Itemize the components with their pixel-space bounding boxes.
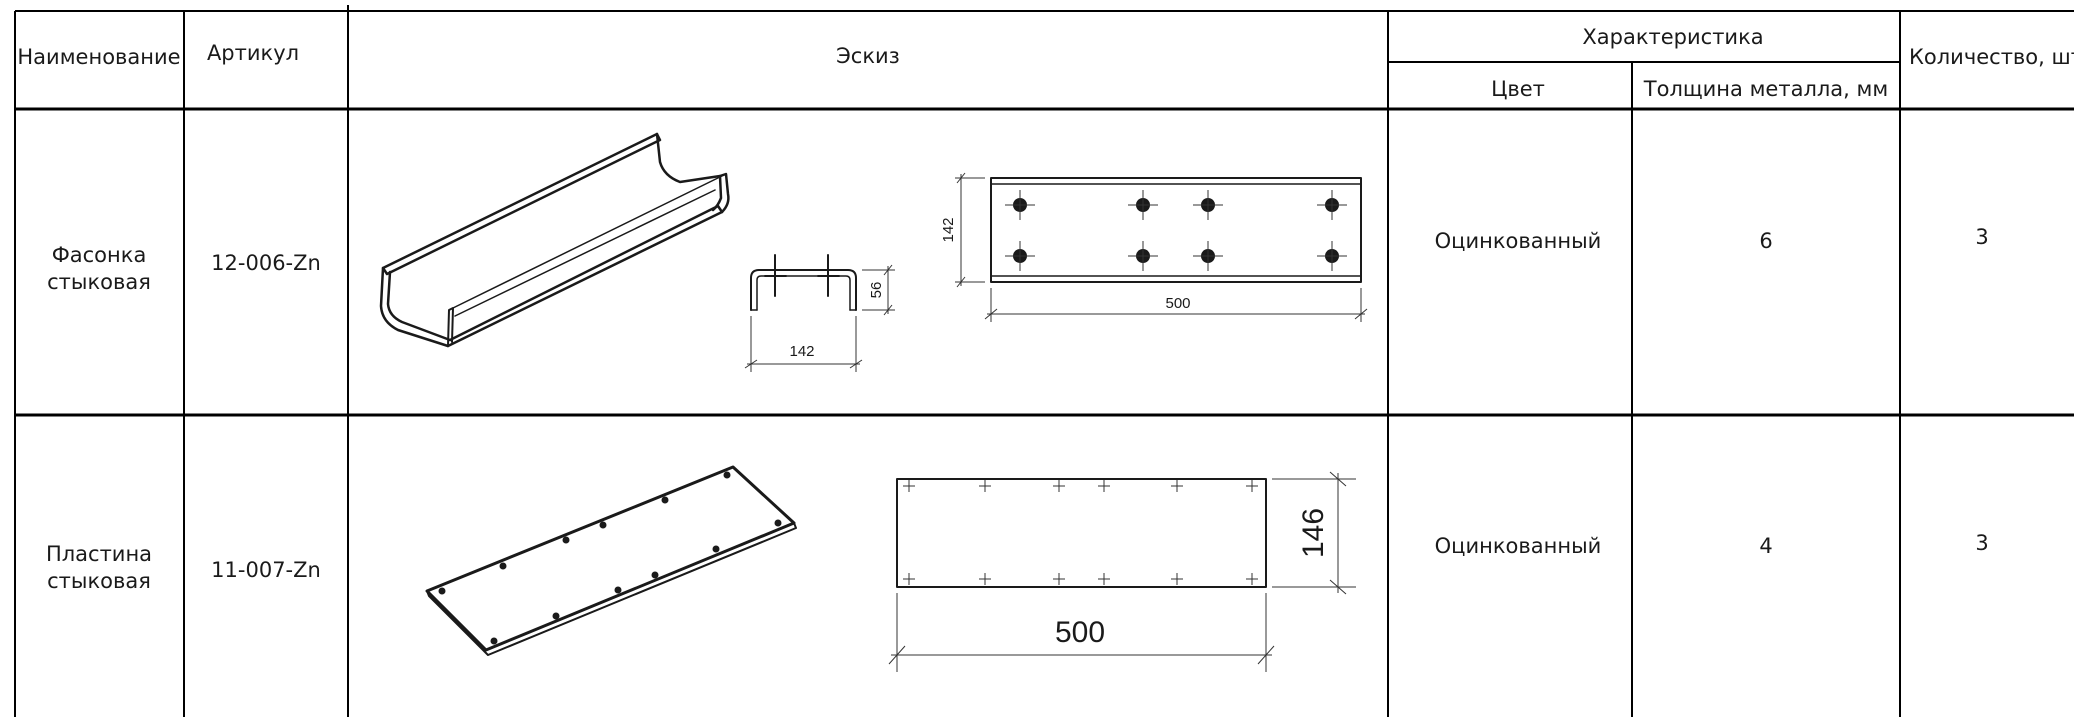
header-article: Артикул <box>207 41 299 65</box>
header-thickness: Толщина металла, мм <box>1643 77 1888 101</box>
row1-color: Оцинкованный <box>1435 229 1602 253</box>
channel-isometric-drawing <box>379 132 730 348</box>
table-row: Фасонка стыковая 12-006-Zn Оцинкованный … <box>47 132 1989 372</box>
channel-section-drawing: 142 56 <box>744 254 895 372</box>
plate2-top-view-drawing: 146 500 <box>888 471 1356 672</box>
header-name: Наименование <box>17 45 180 69</box>
row1-article: 12-006-Zn <box>211 251 321 275</box>
table-header: Наименование Артикул Эскиз Характеристик… <box>17 25 2074 101</box>
row1-name-line2: стыковая <box>47 270 151 294</box>
row2-name-line2: стыковая <box>47 569 151 593</box>
plate-isometric-drawing <box>425 465 797 656</box>
header-quantity: Количество, шт <box>1909 45 2074 69</box>
row1-dim-width: 142 <box>940 217 957 242</box>
row1-quantity: 3 <box>1975 225 1988 249</box>
row2-dim-width: 146 <box>1297 508 1330 558</box>
row1-thickness: 6 <box>1759 229 1772 253</box>
table-grid <box>14 5 2074 717</box>
row1-name-line1: Фасонка <box>52 243 147 267</box>
header-color: Цвет <box>1491 77 1545 101</box>
row2-quantity: 3 <box>1975 531 1988 555</box>
row1-dim-length: 500 <box>1165 295 1190 312</box>
row1-dim-side: 142 <box>789 343 814 360</box>
row2-thickness: 4 <box>1759 534 1772 558</box>
header-sketch: Эскиз <box>836 44 900 68</box>
plate-top-view-drawing: 142 500 <box>940 172 1368 322</box>
row1-dim-height: 56 <box>868 282 885 299</box>
mounting-holes <box>1013 198 1339 263</box>
row2-dim-length: 500 <box>1055 616 1105 649</box>
table-row: Пластина стыковая 11-007-Zn Оцинкованный… <box>46 465 1989 672</box>
plate2-holes <box>903 480 1258 585</box>
row2-article: 11-007-Zn <box>211 558 321 582</box>
header-characteristic: Характеристика <box>1582 25 1763 49</box>
row2-name-line1: Пластина <box>46 542 152 566</box>
plate-holes <box>438 471 782 645</box>
row2-color: Оцинкованный <box>1435 534 1602 558</box>
